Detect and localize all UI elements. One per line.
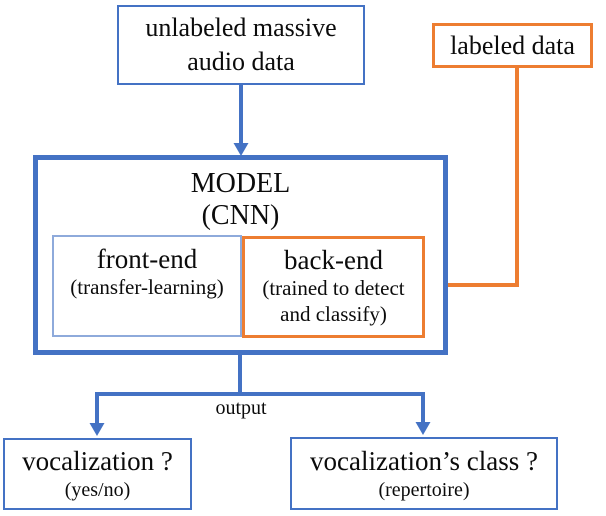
model-subtitle: (CNN) — [201, 200, 280, 231]
node-vocalization-output: vocalization ? (yes/no) — [3, 438, 192, 510]
node-back-end: back-end (trained to detect and classify… — [242, 236, 425, 338]
arrowhead-output-left — [89, 423, 105, 436]
back-end-title: back-end — [284, 245, 383, 275]
labeled-data-label: labeled data — [450, 30, 575, 60]
back-end-subtitle-line1: (trained to detect — [262, 276, 405, 300]
node-front-end: front-end (transfer-learning) — [52, 235, 242, 337]
edge-label-output: output — [215, 397, 267, 419]
vocalization-class-title: vocalization’s class ? — [310, 445, 538, 476]
vocalization-subtitle: (yes/no) — [64, 479, 131, 502]
arrow-labeled-to-backend — [438, 68, 519, 287]
front-end-title: front-end — [96, 244, 198, 274]
arrowhead-output-right — [415, 422, 431, 435]
vocalization-title: vocalization ? — [22, 446, 173, 477]
node-vocalization-class-output: vocalization’s class ? (repertoire) — [290, 437, 558, 510]
unlabeled-data-label-line2: audio data — [187, 47, 295, 76]
node-labeled-data: labeled data — [432, 23, 593, 68]
front-end-subtitle: (transfer-learning) — [70, 275, 224, 299]
vocalization-class-subtitle: (repertoire) — [378, 478, 470, 501]
back-end-subtitle-line2: and classify) — [280, 301, 387, 326]
unlabeled-data-label-line1: unlabeled massive — [145, 13, 337, 42]
model-title: MODEL — [190, 168, 291, 199]
node-unlabeled-audio-data: unlabeled massive audio data — [117, 5, 365, 85]
